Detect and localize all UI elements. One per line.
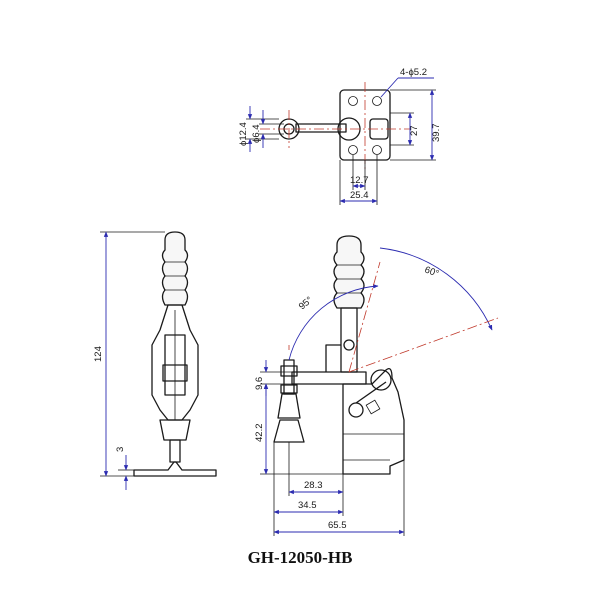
dim-124: 124 — [93, 346, 104, 362]
dim-65-5: 65.5 — [328, 520, 347, 531]
dim-25-4: 25.4 — [350, 190, 369, 201]
model-number: GH-12050-HB — [247, 548, 353, 567]
dim-diameter-12-4: ϕ12.4 — [238, 122, 249, 146]
dim-angle-95: 95° — [297, 295, 315, 313]
dim-angle-60: 60° — [423, 264, 440, 279]
dim-hole-spec: 4-ϕ5.2 — [400, 67, 427, 78]
dim-9-6: 9.6 — [254, 377, 265, 390]
dim-12-7: 12.7 — [350, 175, 369, 186]
top-view: 4-ϕ5.2 ϕ12.4 ϕ6.4 27 39.7 12.7 25.4 — [238, 67, 442, 205]
side-view: 95° 60° 9.6 42.2 28.3 34.5 65.5 — [254, 235, 499, 536]
dim-39-7: 39.7 — [431, 124, 442, 143]
dim-diameter-6-4: ϕ6.4 — [251, 124, 262, 143]
dim-42-2: 42.2 — [254, 424, 265, 443]
dim-34-5: 34.5 — [298, 500, 317, 511]
dim-28-3: 28.3 — [304, 480, 323, 491]
dim-3: 3 — [115, 447, 126, 452]
dim-27: 27 — [409, 125, 420, 136]
front-view: 124 3 — [93, 231, 217, 490]
